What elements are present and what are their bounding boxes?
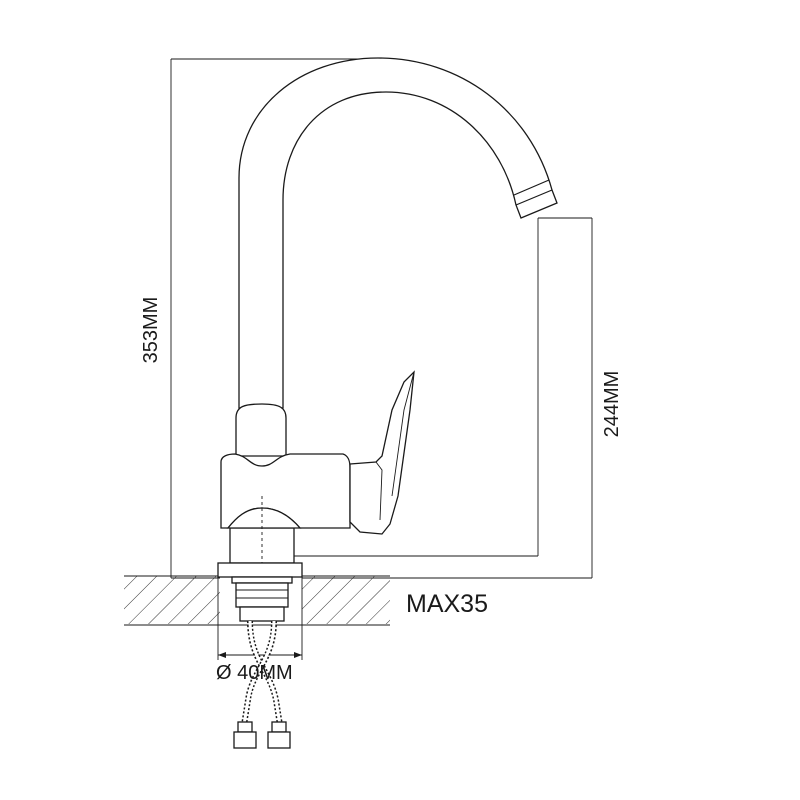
hole-diameter-dimension-lines bbox=[217, 575, 303, 660]
spout-height-label: 244MM bbox=[601, 371, 623, 438]
max-thickness-label: MAX35 bbox=[406, 590, 488, 618]
faucet-body bbox=[220, 403, 351, 570]
faucet-lever-handle bbox=[349, 370, 415, 535]
spout-height-dimension-lines bbox=[262, 217, 593, 579]
supply-hoses bbox=[233, 620, 291, 749]
faucet-spout bbox=[238, 57, 558, 409]
hole-diameter-label: Ø 40MM bbox=[216, 662, 293, 684]
total-height-label: 353MM bbox=[140, 297, 162, 364]
mounting-shank bbox=[217, 562, 303, 622]
